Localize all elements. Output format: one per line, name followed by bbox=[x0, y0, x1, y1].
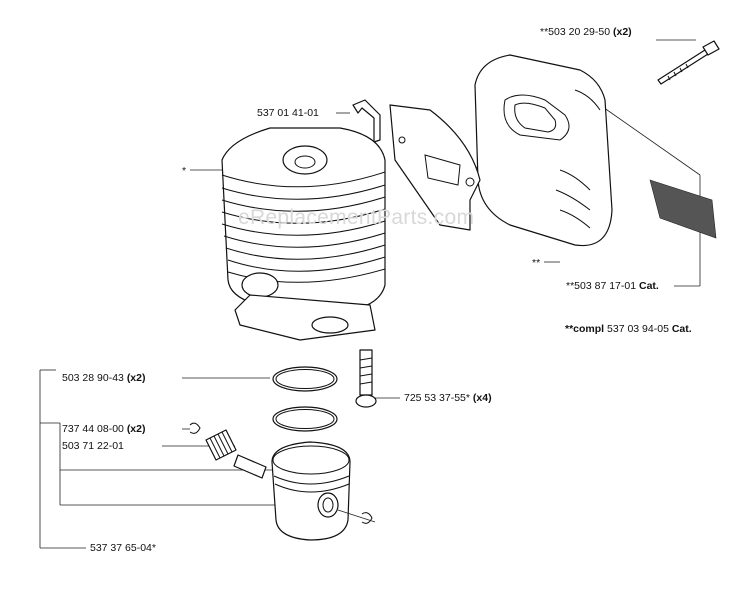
piston-rings bbox=[272, 366, 338, 432]
watermark: eReplacementParts.com bbox=[238, 206, 475, 229]
needle-bearing bbox=[205, 429, 267, 479]
spark-screen bbox=[649, 179, 717, 239]
label-screen: **503 87 17-01 Cat. bbox=[566, 280, 659, 292]
part-number: 737 44 08-00 bbox=[62, 423, 124, 435]
label-circlip: 737 44 08-00 (x2) bbox=[62, 423, 146, 435]
cylinder bbox=[221, 127, 386, 341]
part-number: 503 71 22-01 bbox=[62, 440, 124, 452]
long-bolt bbox=[657, 40, 720, 85]
part-number: 725 53 37-55* bbox=[404, 392, 470, 404]
part-number: 537 37 65-04* bbox=[90, 542, 156, 554]
label-muffler: ** bbox=[532, 257, 540, 269]
quantity: Cat. bbox=[671, 323, 692, 335]
part-number: ** bbox=[532, 257, 541, 269]
piston bbox=[271, 441, 376, 541]
screw bbox=[355, 349, 377, 408]
label-cylinder: * bbox=[182, 165, 186, 177]
part-number: 503 28 90-43 bbox=[62, 372, 124, 384]
quantity: (x2) bbox=[126, 423, 146, 435]
quantity: (x2) bbox=[612, 26, 632, 38]
circlips bbox=[189, 422, 373, 524]
part-number: 537 03 94-05 bbox=[607, 323, 669, 335]
part-number: * bbox=[182, 165, 187, 177]
label-ring: 503 28 90-43 (x2) bbox=[62, 372, 146, 384]
label-bearing: 503 71 22-01 bbox=[62, 440, 124, 452]
part-number: 537 01 41-01 bbox=[257, 107, 319, 119]
label-bolt-long: **503 20 29-50 (x2) bbox=[540, 26, 632, 38]
label-bracket: 537 01 41-01 bbox=[257, 107, 319, 119]
quantity: (x2) bbox=[126, 372, 146, 384]
quantity: (x4) bbox=[472, 392, 492, 404]
label-muffler-compl: **compl 537 03 94-05 Cat. bbox=[565, 323, 692, 335]
part-number: **503 87 17-01 bbox=[566, 280, 637, 292]
quantity: Cat. bbox=[638, 280, 659, 292]
label-piston-kit: 537 37 65-04* bbox=[90, 542, 156, 554]
part-number: **503 20 29-50 bbox=[540, 26, 611, 38]
muffler bbox=[474, 54, 613, 247]
compl-prefix: **compl bbox=[565, 323, 605, 335]
gasket-plate bbox=[389, 104, 481, 231]
label-screw: 725 53 37-55* (x4) bbox=[404, 392, 492, 404]
